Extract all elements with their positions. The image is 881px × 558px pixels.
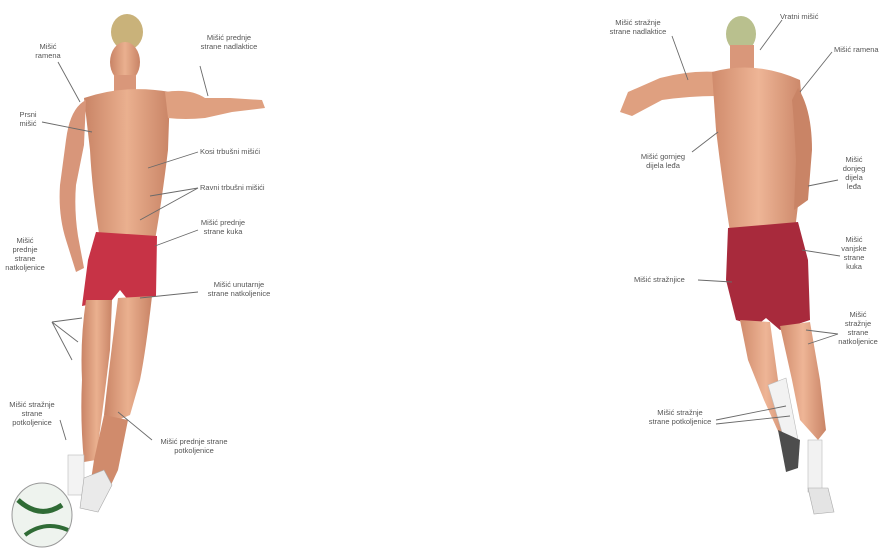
label-prednje-nadlaktice: Mišić prednje strane nadlaktice [184,33,274,51]
label-prednje-kuka: Mišić prednje strane kuka [192,218,254,236]
front-torso [84,89,170,240]
label-prednje-natkoljenice: Mišić prednje strane natkoljenice [4,236,46,272]
front-shorts [82,232,157,306]
label-straznje-potkoljenice-front: Mišić stražnje strane potkoljenice [2,400,62,427]
label-gornji-leda: Mišić gornjeg dijela leđa [630,152,696,170]
label-misic-ramena-back: Mišić ramena [834,45,881,54]
back-figure [620,16,834,514]
back-arm-extended [620,72,718,116]
back-shorts [726,222,810,330]
front-sock-left [68,455,84,495]
label-prednje-potkoljenice: Mišić prednje strane potkoljenice [146,437,242,455]
label-kosi-trbusni: Kosi trbušni mišići [200,147,290,156]
label-unutarnje-natkoljenice: Mišić unutarnje strane natkoljenice [196,280,282,298]
back-shoe-right [808,488,834,514]
label-misic-ramena-front: Mišić ramena [28,42,68,60]
back-neck [730,45,754,70]
label-vratni-misic: Vratni mišić [780,12,840,21]
label-prsni-misic: Prsni mišić [8,110,48,128]
label-ravni-trbusni: Ravni trbušni mišići [200,183,290,192]
back-sock-right [808,440,822,492]
football [12,483,72,547]
label-straznjice: Mišić stražnjice [634,275,704,284]
front-arm-extended [165,91,265,119]
front-arm-down [60,100,86,272]
label-straznje-nadlaktice: Mišić stražnje strane nadlaktice [598,18,678,36]
back-torso [712,68,805,233]
label-donji-leda: Mišić donjeg dijela leđa [836,155,872,191]
label-straznje-potkoljenice-back: Mišić stražnje strane potkoljenice [640,408,720,426]
front-shoe [80,470,112,512]
label-vanjske-kuka: Mišić vanjske strane kuka [836,235,872,271]
label-straznje-natkoljenice: Mišić stražnje strane natkoljenice [836,310,880,346]
